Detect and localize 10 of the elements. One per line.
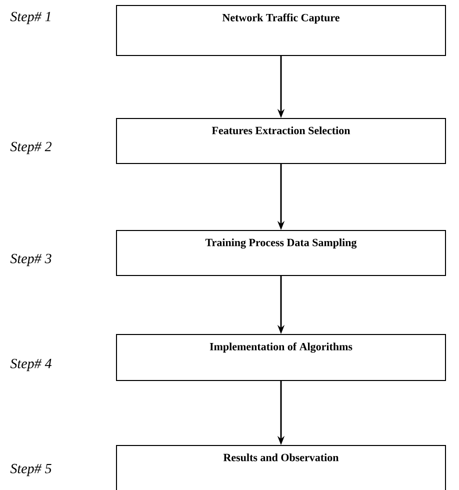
step-label: Step# 3 bbox=[10, 254, 52, 266]
process-box: Results and Observation bbox=[116, 445, 446, 490]
process-box: Implementation of Algorithms bbox=[116, 334, 446, 381]
step-label: Step# 2 bbox=[10, 142, 52, 154]
process-box: Network Traffic Capture bbox=[116, 5, 446, 56]
step-label: Step# 4 bbox=[10, 358, 52, 372]
step-label: Step# 1 bbox=[10, 12, 50, 24]
process-box: Features Extraction Selection bbox=[116, 118, 446, 164]
process-box: Training Process Data Sampling bbox=[116, 230, 446, 276]
step-label: Step# 5 bbox=[10, 464, 52, 476]
